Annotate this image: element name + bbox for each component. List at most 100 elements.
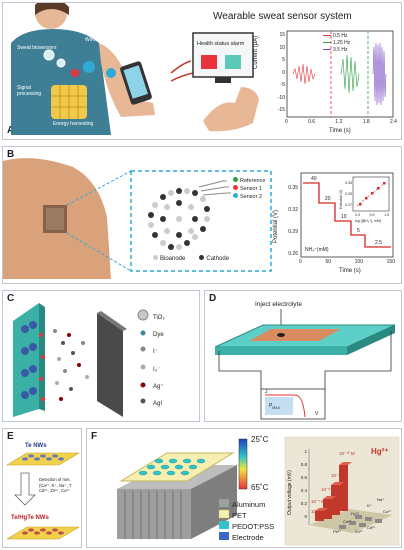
x-tick: 0 [299,259,302,265]
y-tick: 0.32 [288,207,298,213]
hg-label: Hg²⁺ [371,447,389,456]
chart-b-ylabel: Potential (V) [273,209,279,243]
y-tick: 0.35 [288,185,298,191]
y-tick: 10 [279,44,285,51]
layer-aluminum: Aluminum [232,500,266,509]
layer-legend: Aluminum PET PEDOT:PSS Electrode [232,499,274,543]
y-tick: 15 [279,32,285,38]
legend-item: 1.25 Hz [323,40,350,47]
inject-electrolyte-text: Inject electrolyte [255,301,302,308]
health-alarm-text: Health status alarm [197,41,245,47]
panel-d-illustration [214,309,396,420]
detection-text: Detection of met. (Ca²⁺, K⁺, Na⁺, T Cd²⁺… [39,477,72,493]
x-tick: 0 [285,119,288,125]
panel-f: F [86,428,402,548]
layer-pedot: PEDOT:PSS [232,522,275,531]
bar-y-tick: 0.2 [300,501,307,506]
y-tick: 0.29 [288,229,298,235]
conc-label: 10⁻⁹ M [331,473,346,478]
label-energy-harvesting: Energy harvesting [53,121,94,127]
te-hgte-nws-label: Te/HgTe NWs [11,515,49,521]
conc-label: 10⁻⁷ M [311,499,326,504]
panel-a-chart-axes [286,30,394,118]
panel-d-label: D [209,293,217,304]
temp-low-label: 65˚C [251,483,269,492]
layer-pet: PET [232,511,247,520]
legend-silver-ion: Ag⁺ [153,383,164,390]
panel-c: C TiO₂ Dye I⁻ [2,290,200,422]
panel-b-label: B [7,149,15,160]
legend-tio2: TiO₂ [153,315,165,321]
x-tick: 2.4 [390,119,397,125]
ion-label: K⁺ [367,503,372,508]
legend-triiodide: I₃⁻ [153,366,161,373]
ion-particles [53,329,89,401]
step-label: 10 [341,214,347,220]
x-tick: 1.8 [362,119,370,125]
panel-e-illustration [5,452,81,540]
panel-f-label: F [91,431,98,442]
bar-y-tick: 0 [304,514,307,519]
layer-electrode: Electrode [232,533,264,542]
y-tick: -15 [277,107,285,113]
legend-iodide: I⁻ [153,349,158,356]
chart-a-xticks: 0 0.6 1.2 1.8 2.4 [285,119,397,125]
ion-label: Zn²⁺ [355,529,364,534]
conc-label: 10⁻⁸ M [321,487,336,492]
chart-b-xlabel: Time (s) [339,268,361,274]
label-wireless-transmission: Wireless transmission [85,37,134,43]
panel-b-illustration [3,158,394,279]
bar-y-tick: 1 [304,449,307,454]
panel-b: B [2,146,402,284]
inset-v-label: V [315,411,319,417]
bar-y-tick: 0.4 [300,488,307,493]
x-tick: 100 [354,259,363,265]
conc-label: NH₄⁺(mM) [305,247,329,253]
chart-b-steps [303,182,391,248]
bar-y-tick: 0.6 [300,475,307,480]
bar-yticks: 1 0.8 0.6 0.4 0.2 0 [295,445,307,523]
legend-dye: Dye [153,332,164,339]
ion-label: Na⁺ [377,497,385,502]
inset-x-tick: 0.9 [369,213,375,217]
legend-sensor-2: Sensor 2 [233,193,265,201]
y-tick: -5 [280,82,285,88]
panel-a-chart-signals [292,42,387,106]
legend-reference: Reference [233,177,265,185]
ion-label: Cd²⁺ [367,525,376,530]
panel-f-illustration [117,436,400,546]
y-tick: 0 [282,69,285,76]
panel-e: E Te NWs Detection of met. (Ca²⁺, K⁺, Na… [2,428,82,548]
chart-b-xticks: 0 50 100 150 [299,259,395,265]
chart-a-yticks: 15 10 5 0 -5 -10 -15 [273,29,285,117]
bioanode-label: Bioanode [153,255,185,262]
ion-label: Ca²⁺ [343,519,352,524]
y-tick: 5 [282,57,285,63]
legend-sensor-1: Sensor 1 [233,185,265,193]
panel-f-bars [315,462,382,529]
step-label: 2.5 [375,240,382,246]
inset-y-tick: 0.27 [345,203,352,207]
inset-pmax-label: PMAX [269,403,280,410]
panel-c-label: C [7,293,15,304]
inset-j-label: J [265,389,268,395]
legend-item: 0.5 Hz [323,33,350,40]
legend-silver-iodide: AgI [153,401,163,408]
y-tick: -10 [277,94,285,101]
step-label: 20 [325,196,331,202]
x-tick: 150 [386,259,395,265]
x-tick: 50 [325,259,331,265]
chart-a-legend: 0.5 Hz 1.25 Hz 3.5 Hz [323,33,350,54]
panel-d: D Inject electrolyte J V PMAX [204,290,402,422]
label-sweat-biosensors: Sweat biosensors [17,45,57,51]
inset-xlabel: log ([NH₄⁺], mM) [355,219,382,223]
panel-b-legend: Reference Sensor 1 Sensor 2 [233,177,265,201]
cathode-label: Cathode [199,255,229,262]
conc-label: 10⁻¹⁰ M [339,451,355,456]
inset-xticks: 0.3 0.9 1.5 [355,213,389,217]
x-tick: 1.2 [335,119,343,125]
ion-label: Cu²⁺ [383,509,392,514]
inset-y-tick: 0.33 [345,181,352,185]
inset-yticks: 0.33 0.30 0.27 [344,178,352,211]
inset-y-tick: 0.30 [345,192,352,196]
